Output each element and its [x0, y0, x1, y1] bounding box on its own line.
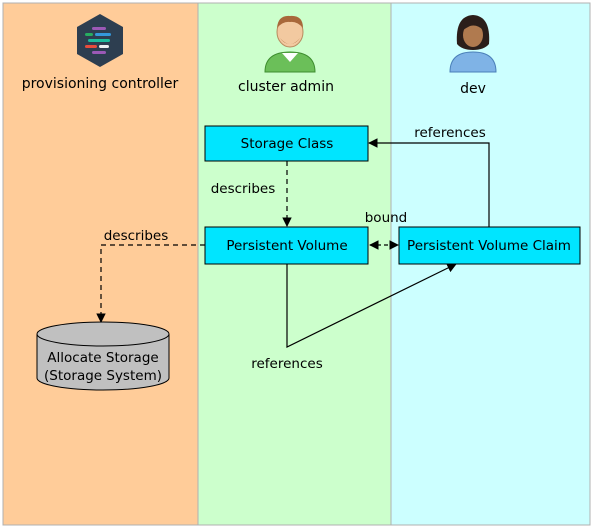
lane-label-dev: dev — [460, 81, 486, 97]
code-editor-icon — [77, 14, 123, 67]
persistent-volume-claim-node: Persistent Volume Claim — [398, 226, 581, 265]
lane-provisioning-controller — [2, 2, 199, 526]
edge-label-sc-describes-pv: describes — [211, 181, 276, 197]
user-woman-avatar-icon — [449, 15, 497, 73]
persistent-volume-label: Persistent Volume — [226, 238, 347, 254]
lane-label-cluster-admin: cluster admin — [238, 79, 334, 95]
user-man-avatar-icon — [264, 15, 316, 73]
storage-system-label-line1: Allocate Storage — [47, 350, 158, 366]
lane-label-provisioning-controller: provisioning controller — [22, 76, 179, 92]
storage-system-label-line2: (Storage System) — [44, 368, 162, 384]
edge-pvc-references-sc — [368, 138, 490, 227]
persistent-volume-claim-label: Persistent Volume Claim — [407, 238, 571, 254]
storage-class-label: Storage Class — [241, 136, 334, 152]
storage-system-cylinder: Allocate Storage (Storage System) — [36, 321, 170, 391]
edge-controller-describes-storage — [96, 244, 205, 323]
edge-label-pv-references-pvc: references — [251, 356, 323, 372]
edge-pv-references-pvc — [286, 263, 457, 348]
edge-label-bound: bound — [365, 210, 408, 226]
edge-label-pvc-references-sc: references — [414, 125, 486, 141]
edge-label-controller-describes: describes — [104, 228, 169, 244]
persistent-volume-node: Persistent Volume — [204, 226, 369, 265]
storage-class-node: Storage Class — [204, 125, 369, 162]
